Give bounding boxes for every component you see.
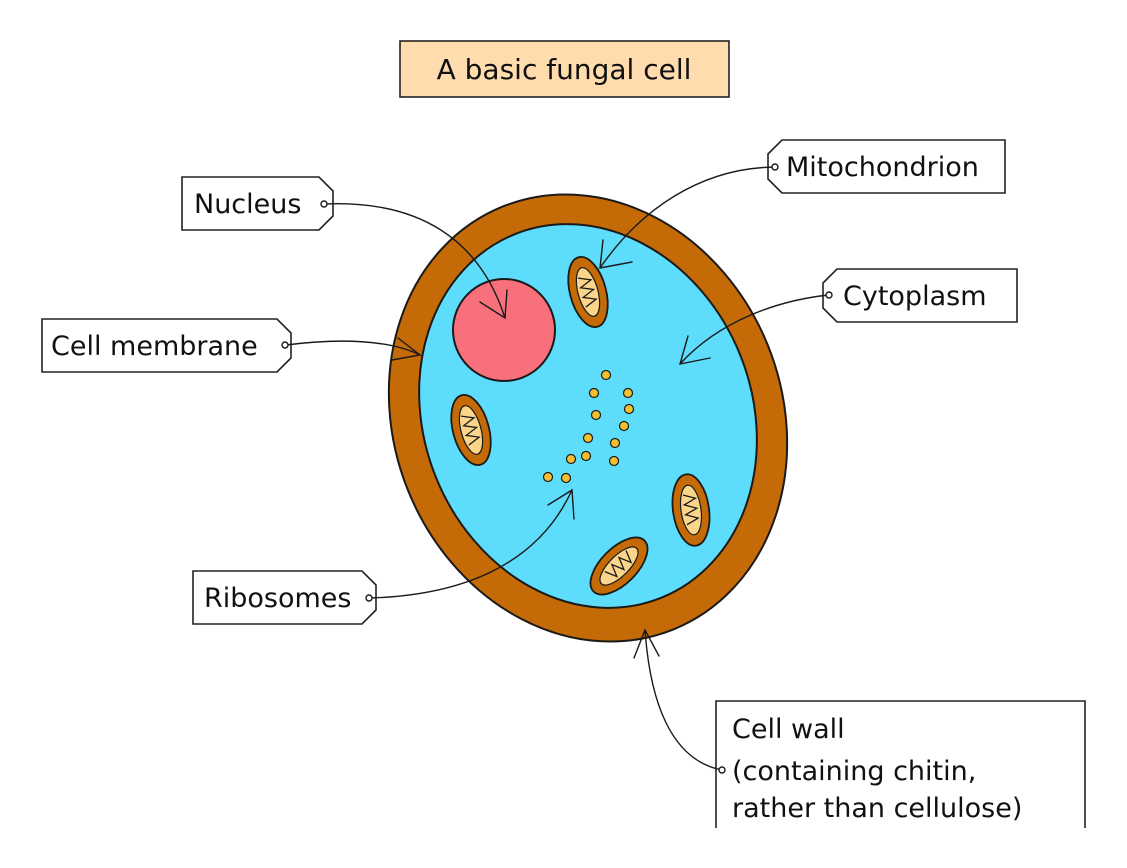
ribosomes-arrowhead xyxy=(547,488,575,520)
ribosome xyxy=(618,420,630,432)
label-mitochondrion: Mitochondrion xyxy=(599,139,1006,269)
label-ribosomes: Ribosomes xyxy=(192,488,575,625)
label-cytoplasm: Cytoplasm xyxy=(679,268,1018,365)
ribosome xyxy=(565,453,577,465)
cell-wall-arrowhead xyxy=(633,628,660,659)
cell-wall-leader-line xyxy=(644,629,723,771)
label-cell-wall-line2: (containing chitin, xyxy=(732,756,976,787)
cytoplasm-leader-line xyxy=(679,294,830,365)
mitochondrion-arrowhead xyxy=(599,239,633,269)
ribosomes-leader-line xyxy=(369,489,573,599)
title-box: A basic fungal cell xyxy=(399,40,730,98)
label-cell-membrane-text: Cell membrane xyxy=(51,331,258,362)
ribosomes xyxy=(542,369,635,484)
ribosome xyxy=(582,432,594,444)
label-cell-wall-line3: rather than cellulose) xyxy=(732,793,1022,824)
nucleus-leader-line xyxy=(324,203,506,319)
mitochondrion xyxy=(589,536,649,596)
label-nucleus-text: Nucleus xyxy=(194,189,301,220)
ribosome xyxy=(623,403,635,415)
mitochondrion xyxy=(671,473,711,547)
label-cell-wall: Cell wall (containing chitin, rather tha… xyxy=(633,628,1086,828)
label-mitochondrion-text: Mitochondrion xyxy=(786,152,979,183)
ribosome xyxy=(542,471,554,483)
label-nucleus: Nucleus xyxy=(181,176,508,320)
ribosome xyxy=(608,455,620,467)
cytoplasm xyxy=(418,223,758,609)
cytoplasm-arrowhead xyxy=(679,335,711,365)
ribosome xyxy=(600,369,612,381)
nucleus xyxy=(452,278,556,382)
ribosome xyxy=(580,450,592,462)
nucleus-arrowhead xyxy=(479,289,508,320)
ribosome xyxy=(590,409,602,421)
cell-membrane-leader-line xyxy=(285,340,421,356)
mitochondrion xyxy=(450,394,492,466)
ribosome xyxy=(622,387,634,399)
mitochondrion xyxy=(567,256,609,328)
label-cell-wall-line1: Cell wall xyxy=(732,714,845,745)
ribosome xyxy=(560,472,572,484)
ribosome xyxy=(609,437,621,449)
fungal-cell xyxy=(387,193,789,643)
label-ribosomes-text: Ribosomes xyxy=(204,583,352,614)
label-cytoplasm-text: Cytoplasm xyxy=(843,281,987,312)
label-cell-membrane: Cell membrane xyxy=(41,318,422,373)
diagram-title: A basic fungal cell xyxy=(437,53,692,86)
ribosome xyxy=(588,387,600,399)
cell-membrane-arrowhead xyxy=(391,337,422,361)
mitochondrion-leader-line xyxy=(599,166,776,269)
